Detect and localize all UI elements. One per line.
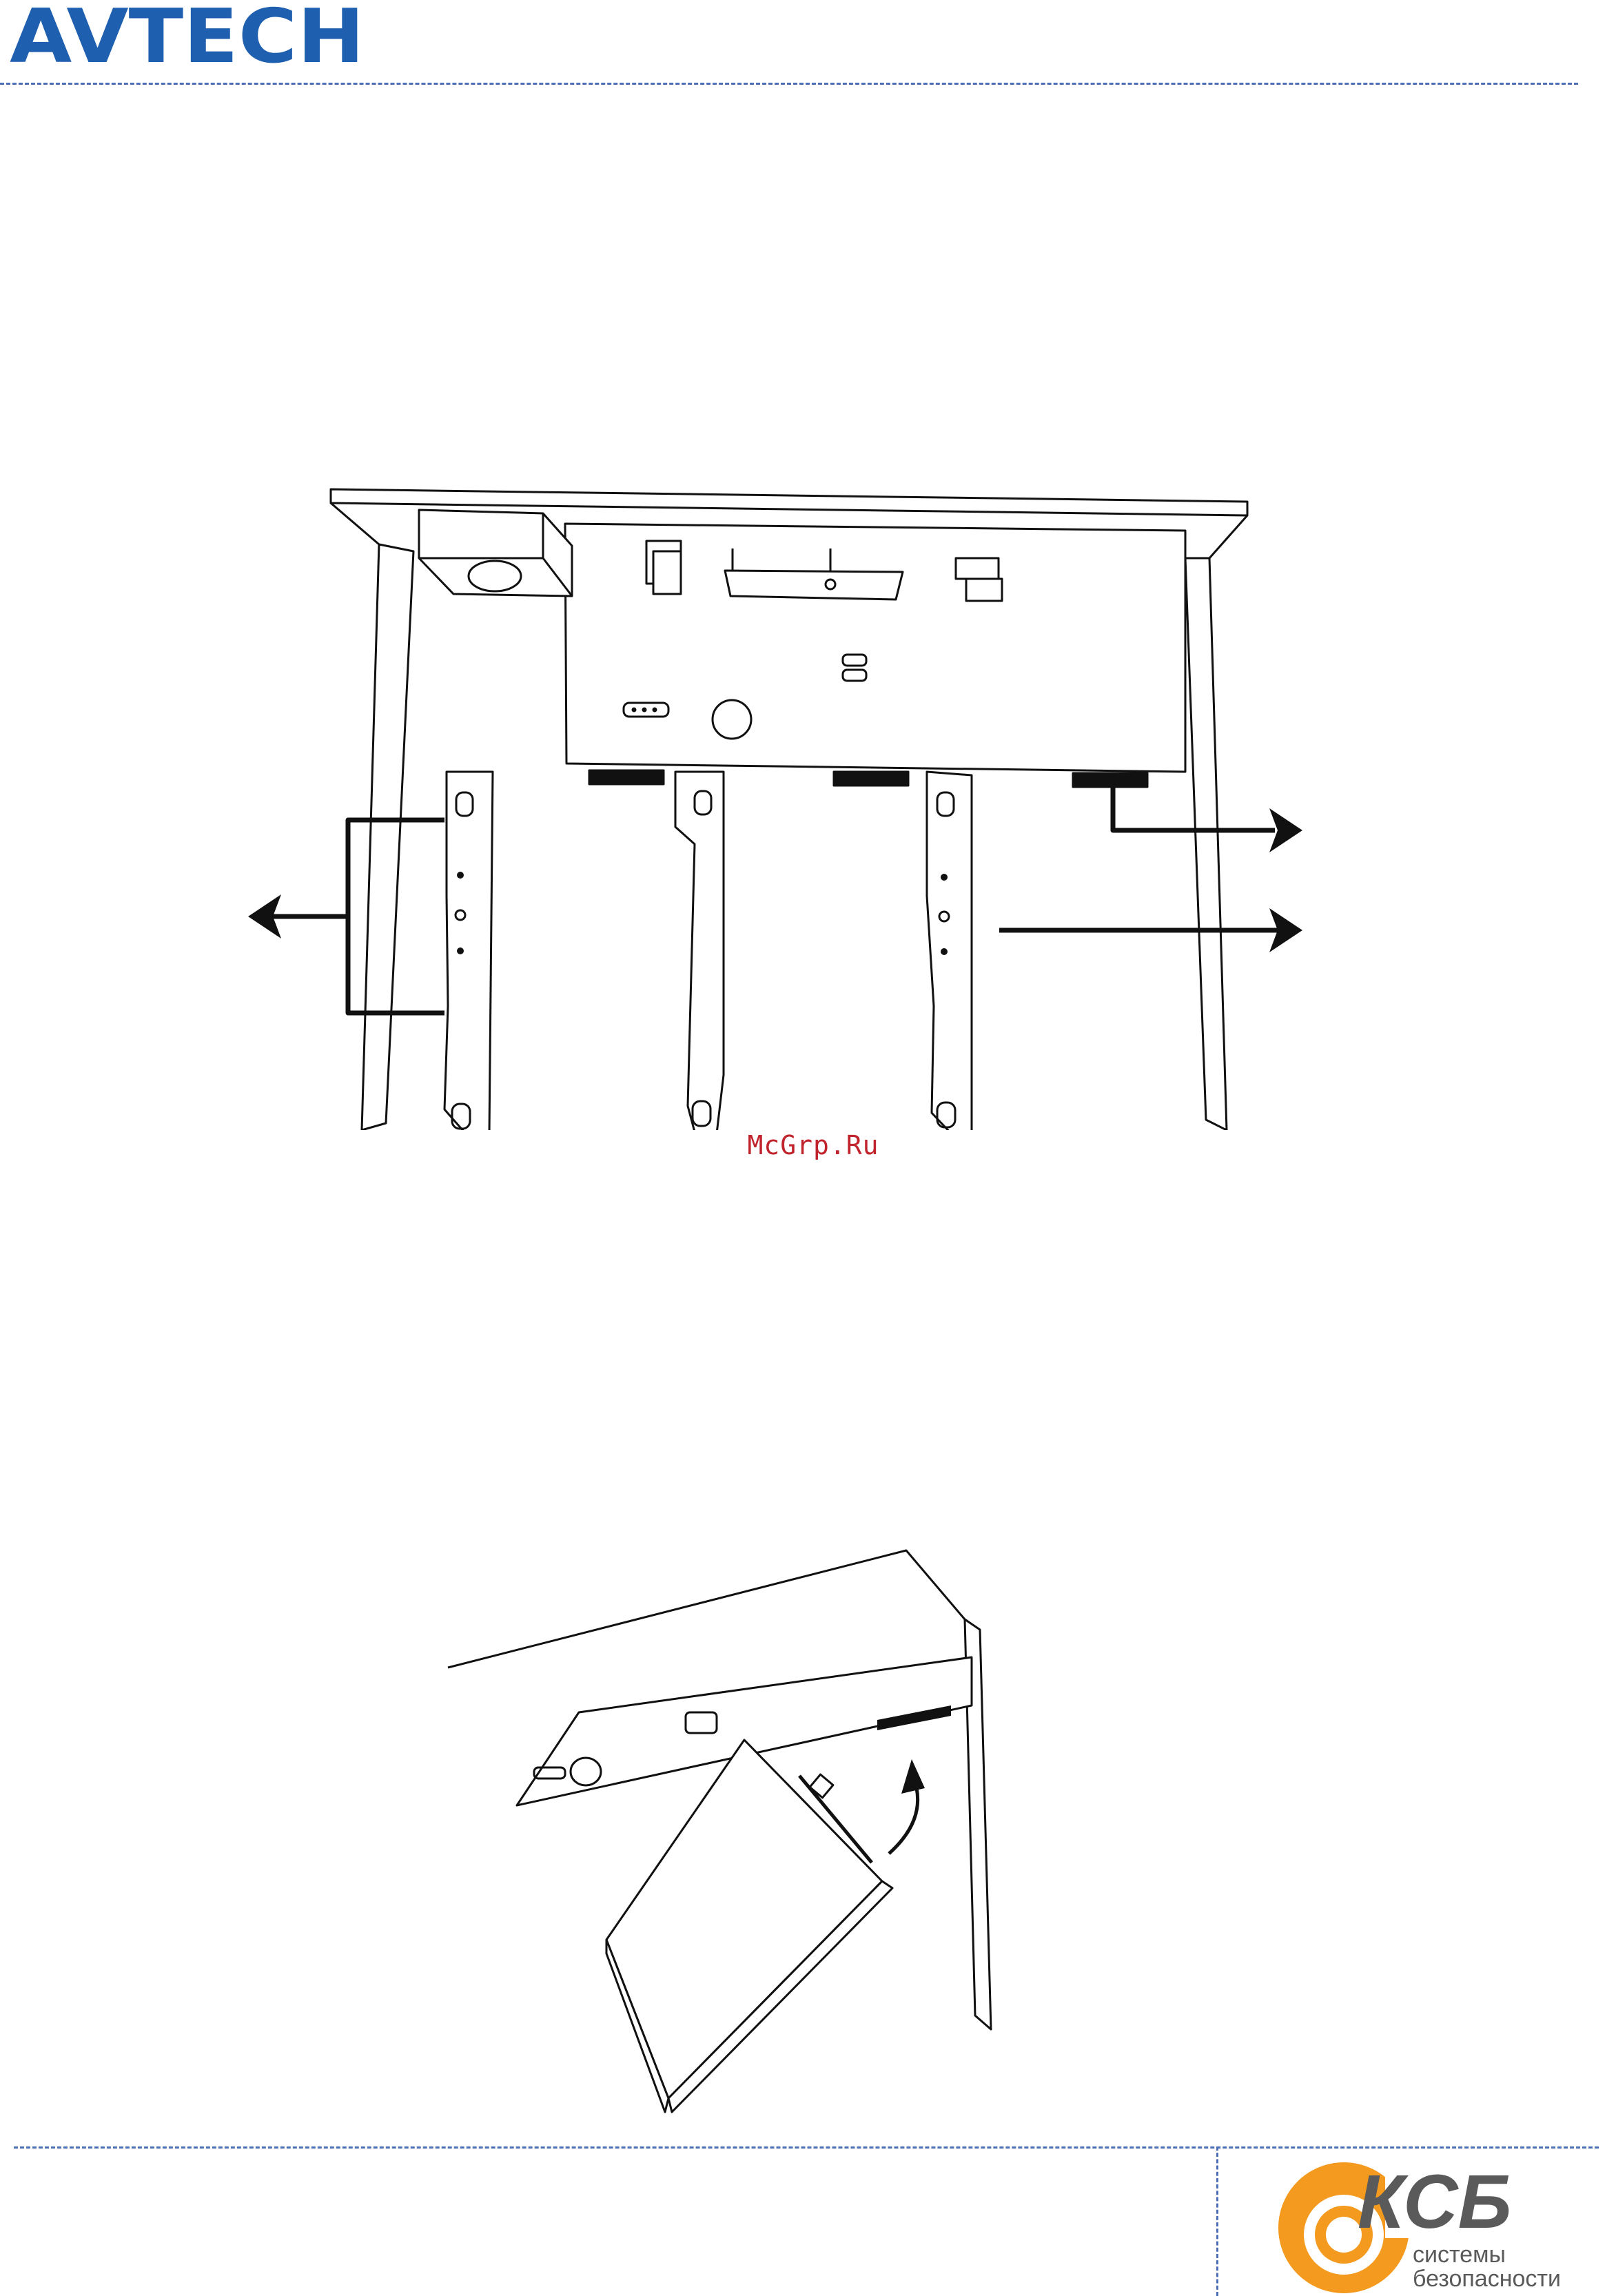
- footer-vertical-divider: [1216, 2146, 1218, 2296]
- avtech-logo: AVTECH: [10, 0, 368, 68]
- ksb-logo: КСБ системы безопасности: [1268, 2155, 1571, 2296]
- watermark-text: McGrp.Ru: [689, 1130, 937, 1160]
- footer-divider: [14, 2146, 1599, 2149]
- hard-disk-installation-illustration: [441, 1540, 1020, 2119]
- ksb-logo-line1: системы: [1413, 2242, 1506, 2268]
- ksb-logo-mark: КСБ: [1358, 2160, 1512, 2244]
- watermark-label: McGrp.Ru: [747, 1130, 879, 1160]
- ksb-logo-line2: безопасности: [1413, 2266, 1561, 2292]
- dvr-chassis-bracket-removal-illustration: [248, 482, 1323, 1130]
- header-divider: [0, 83, 1578, 85]
- brand-text: AVTECH: [10, 0, 365, 68]
